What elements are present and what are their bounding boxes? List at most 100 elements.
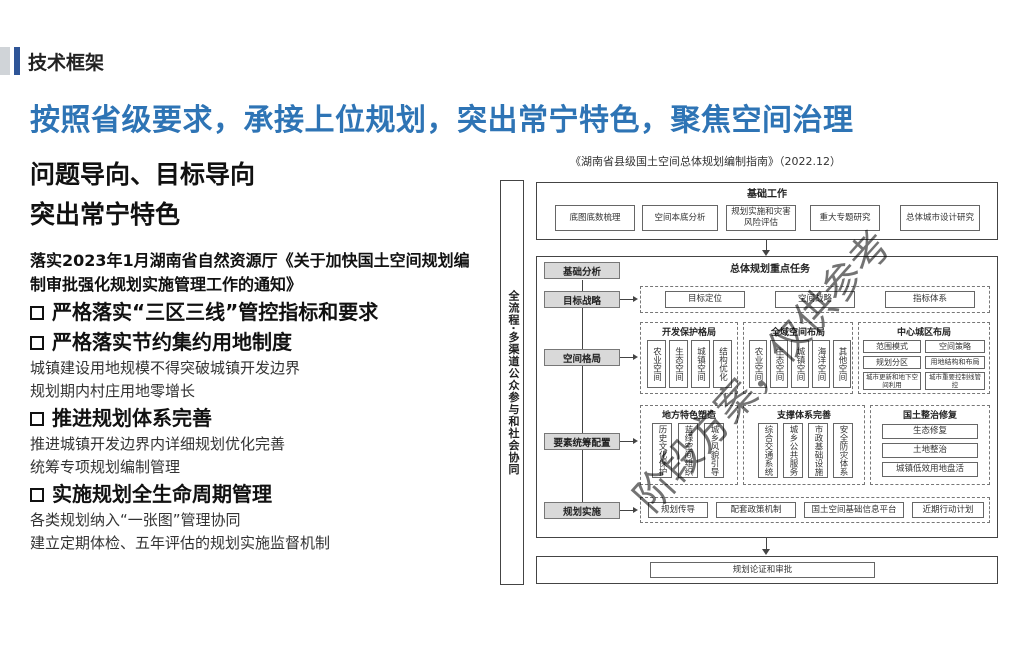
connector-line [766,538,767,550]
item-2-sub-1: 城镇建设用地规模不得突破城镇开发边界 [30,359,301,377]
item-2-sub-2: 规划期内村庄用地零增长 [30,382,196,400]
center-cell: 空间策略 [925,340,985,353]
arrow-right-icon [633,438,638,444]
step-element-allocation: 要素统筹配置 [544,433,620,450]
center-cell: 范围模式 [863,340,921,353]
impl-cell: 规划传导 [648,502,708,518]
step-basic-analysis: 基础分析 [544,262,620,279]
foundation-cell: 总体城市设计研究 [900,205,980,231]
dev-protect-group [640,322,738,394]
checkbox-icon [30,412,44,426]
section-label: 技术框架 [28,52,105,74]
dev-protect-cell: 生态空间 [669,340,688,388]
land-group [870,405,990,485]
bottom-frame [536,556,998,584]
steps-line [582,280,583,505]
center-cell: 城市重要控制线管控 [925,372,985,390]
item-1: 严格落实“三区三线”管控指标和要求 [30,297,480,327]
arrow-right-icon [633,507,638,513]
land-cell: 土地整治 [882,443,978,458]
center-title: 中心城区布局 [896,328,951,338]
left-column: 问题导向、目标导向 突出常宁特色 落实2023年1月湖南省自然资源厅《关于加快国… [30,155,480,555]
foundation-cell: 空间本底分析 [642,205,718,231]
feature-title: 地方特色塑造 [661,411,716,421]
goal-cell: 指标体系 [885,291,975,308]
land-title: 国土整治修复 [902,411,957,421]
header-accent-bar-blue [14,47,20,75]
feature-cell: 蓝绿空间组织 [678,423,698,478]
item-4: 实施规划全生命周期管理 [30,479,480,509]
impl-row [640,497,990,523]
foundation-title: 基础工作 [747,189,787,200]
arrow-right-icon [633,354,638,360]
center-cell: 规划分区 [863,356,921,369]
item-2-title: 严格落实节约集约用地制度 [52,330,292,354]
region-cell: 其他空间 [833,340,851,388]
step-spatial-pattern: 空间格局 [544,349,620,366]
lead-text: 落实2023年1月湖南省自然资源厅《关于加快国土空间规划编制审批强化规划实施管理… [30,251,470,294]
connector-line [620,299,634,300]
item-3-sub-2: 统筹专项规划编制管理 [30,458,181,476]
region-cell: 海洋空间 [812,340,830,388]
dev-protect-cell: 城镇空间 [691,340,710,388]
feature-cell: 历史文化保护 [652,423,672,478]
item-1-title: 严格落实“三区三线”管控指标和要求 [52,300,379,324]
item-3-sub-1: 推进城镇开发边界内详细规划优化完善 [30,435,286,453]
support-title: 支撑体系完善 [776,411,831,421]
connector-line [620,357,634,358]
item-3-title: 推进规划体系完善 [52,406,212,430]
framework-diagram: 《湖南省县级国土空间总体规划编制指南》（2022.12） 全流程·多渠道公众参与… [500,150,1005,590]
support-cell: 城乡公共服务 [783,423,803,478]
checkbox-icon [30,488,44,502]
arrow-right-icon [633,296,638,302]
header-accent-bar [0,47,10,75]
checkbox-icon [30,306,44,320]
key-tasks-title: 总体规划重点任务 [730,264,810,275]
support-group [743,405,865,485]
support-cell: 安全防灾体系 [833,423,853,478]
checkbox-icon [30,336,44,350]
foundation-cell: 底图底数梳理 [555,205,635,231]
center-group [858,322,990,394]
center-cell: 城市更新和地下空间利用 [863,372,921,390]
goal-row [640,286,990,313]
connector-line [620,441,634,442]
goal-cell: 目标定位 [665,291,745,308]
item-2: 严格落实节约集约用地制度 [30,327,480,357]
item-3: 推进规划体系完善 [30,403,480,433]
arrow-down-icon [762,549,770,555]
goal-cell: 空间战略 [775,291,855,308]
feature-cell: 城乡风貌引导 [704,423,724,478]
land-cell: 城镇低效用地盘活 [882,462,978,477]
dev-protect-title: 开发保护格局 [661,328,716,338]
connector-line [766,240,767,250]
item-4-sub-2: 建立定期体检、五年评估的规划实施监督机制 [30,534,331,552]
region-cell: 农业空间 [749,340,767,388]
region-group [743,322,853,394]
region-cell: 生态空间 [770,340,788,388]
step-implementation: 规划实施 [544,502,620,519]
connector-line [620,510,634,511]
item-4-title: 实施规划全生命周期管理 [52,482,272,506]
diagram-title: 《湖南省县级国土空间总体规划编制指南》（2022.12） [570,155,841,168]
side-frame [500,180,524,585]
feature-group [640,405,738,485]
step-goal-strategy: 目标战略 [544,291,620,308]
support-cell: 市政基础设施 [808,423,828,478]
impl-cell: 近期行动计划 [912,502,984,518]
heading-problem-goal: 问题导向、目标导向 [30,160,256,189]
dev-protect-cell: 农业空间 [647,340,666,388]
region-cell: 城镇空间 [791,340,809,388]
heading-changning: 突出常宁特色 [30,200,181,229]
approval-cell: 规划论证和审批 [650,562,875,578]
support-cell: 综合交通系统 [758,423,778,478]
dev-protect-cell: 结构优化 [713,340,732,388]
page-title: 按照省级要求，承接上位规划，突出常宁特色，聚焦空间治理 [30,103,854,138]
foundation-cell: 重大专题研究 [810,205,880,231]
center-cell: 用地结构和布局 [925,356,985,369]
region-title: 全域空间布局 [770,328,825,338]
arrow-down-icon [762,250,770,256]
impl-cell: 国土空间基础信息平台 [804,502,904,518]
land-cell: 生态修复 [882,424,978,439]
side-label: 全流程·多渠道公众参与和社会协同 [507,290,520,476]
